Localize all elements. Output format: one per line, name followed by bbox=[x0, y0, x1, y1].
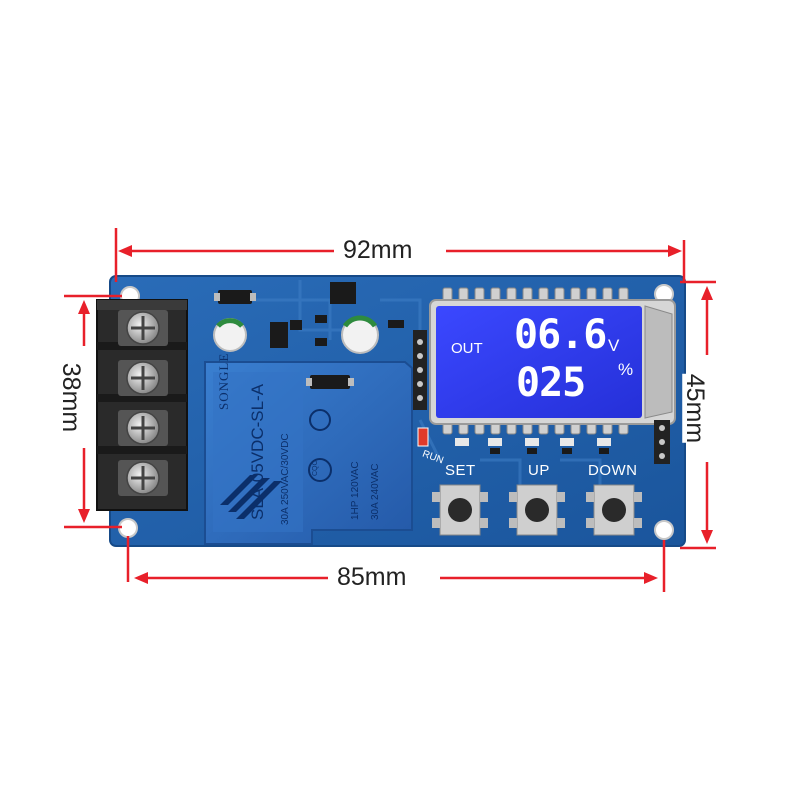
lcd-voltage-value: 06.6 bbox=[514, 312, 607, 358]
terminal-screw bbox=[118, 360, 168, 396]
capacitor bbox=[341, 315, 379, 354]
songle-logo-icon bbox=[220, 475, 282, 519]
smd-components bbox=[218, 282, 404, 389]
cqc-mark-icon bbox=[308, 458, 332, 482]
relay-rating-3: 30A 240VAC bbox=[370, 463, 381, 520]
relay-brand: SONGLE bbox=[216, 352, 231, 410]
relay bbox=[204, 361, 413, 545]
right-height-label: 45mm bbox=[681, 373, 710, 444]
lcd-percent-value: 025 bbox=[516, 360, 586, 406]
bottom-width-label: 85mm bbox=[337, 563, 407, 591]
relay-cqc: CQC bbox=[312, 460, 319, 476]
relay-rating-1: 30A 250VAC/30VDC bbox=[280, 433, 291, 525]
lcd-display bbox=[429, 299, 676, 425]
smd-leads bbox=[214, 293, 354, 386]
lcd-percent-unit: % bbox=[618, 360, 634, 379]
up-button[interactable] bbox=[509, 484, 565, 536]
down-button[interactable] bbox=[586, 484, 642, 536]
header-pins bbox=[413, 330, 427, 410]
left-height-label: 38mm bbox=[57, 362, 86, 433]
terminal-screw bbox=[118, 460, 168, 496]
top-width-label: 92mm bbox=[343, 236, 413, 264]
down-button-label: DOWN bbox=[588, 462, 638, 479]
ul-mark-icon bbox=[309, 409, 331, 431]
terminal-screw bbox=[118, 410, 168, 446]
terminal-screw bbox=[118, 310, 168, 346]
up-button-label: UP bbox=[528, 462, 550, 479]
right-pin-header bbox=[654, 420, 670, 464]
dimension-lines bbox=[64, 228, 716, 592]
terminal-block bbox=[96, 299, 188, 511]
relay-model: SLA-05VDC-SL-A bbox=[248, 383, 267, 520]
set-button-label: SET bbox=[445, 462, 476, 479]
smd-led-row bbox=[455, 438, 611, 454]
lcd-out-label: OUT bbox=[451, 340, 483, 357]
lcd-pins-top bbox=[442, 287, 629, 303]
lcd-voltage-unit: V bbox=[608, 336, 620, 355]
red-led-icon bbox=[417, 427, 429, 447]
capacitor bbox=[213, 318, 247, 352]
set-button[interactable] bbox=[432, 484, 488, 536]
relay-rating-2: 1HP 120VAC bbox=[350, 461, 361, 520]
